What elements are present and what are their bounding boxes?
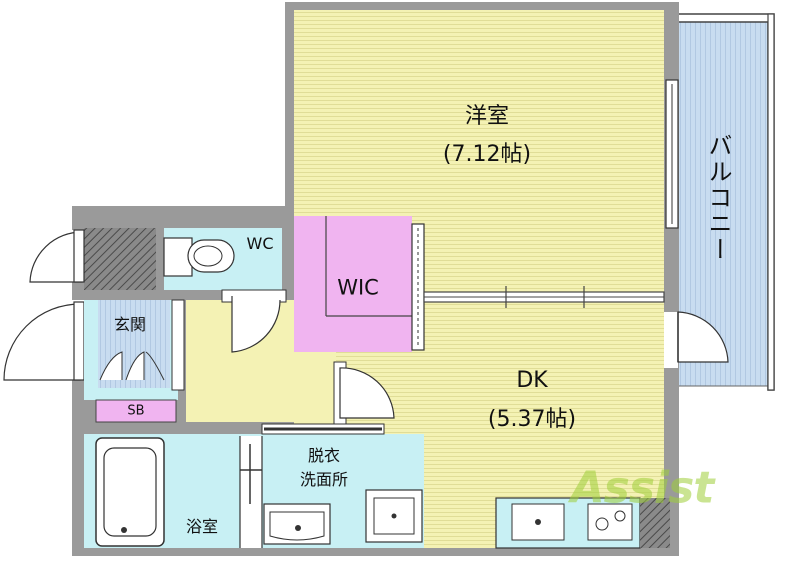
bathroom-label: 浴室: [185, 517, 219, 536]
wic-area: [294, 216, 425, 352]
assist-watermark-logo: Assist: [570, 462, 715, 514]
dk-label: DK: [516, 368, 548, 393]
wc-door: [221, 289, 287, 353]
entrance-area: [84, 299, 185, 423]
wc-area: [84, 228, 282, 290]
wc-label: WC: [246, 234, 274, 253]
dk-size: (5.37帖): [487, 407, 577, 432]
wic-label: WIC: [337, 275, 379, 300]
sliding-partition: [423, 286, 665, 308]
dk-balcony-door: [664, 311, 729, 368]
left-doors: [0, 229, 85, 381]
western-room-size: (7.12帖): [442, 142, 532, 167]
dressing-label-line2: 洗面所: [299, 470, 349, 489]
shoe-box-label: SB: [127, 403, 145, 419]
dressing-label-line1: 脱衣: [307, 446, 341, 465]
bath-wash-area: [84, 423, 424, 548]
dk-door: [333, 361, 395, 425]
balcony-label: バルコニー: [704, 133, 732, 263]
western-room-label: 洋室: [464, 104, 510, 129]
western-window: [665, 79, 679, 229]
entrance-label: 玄関: [113, 315, 147, 334]
kitchen-counter: [495, 497, 670, 549]
